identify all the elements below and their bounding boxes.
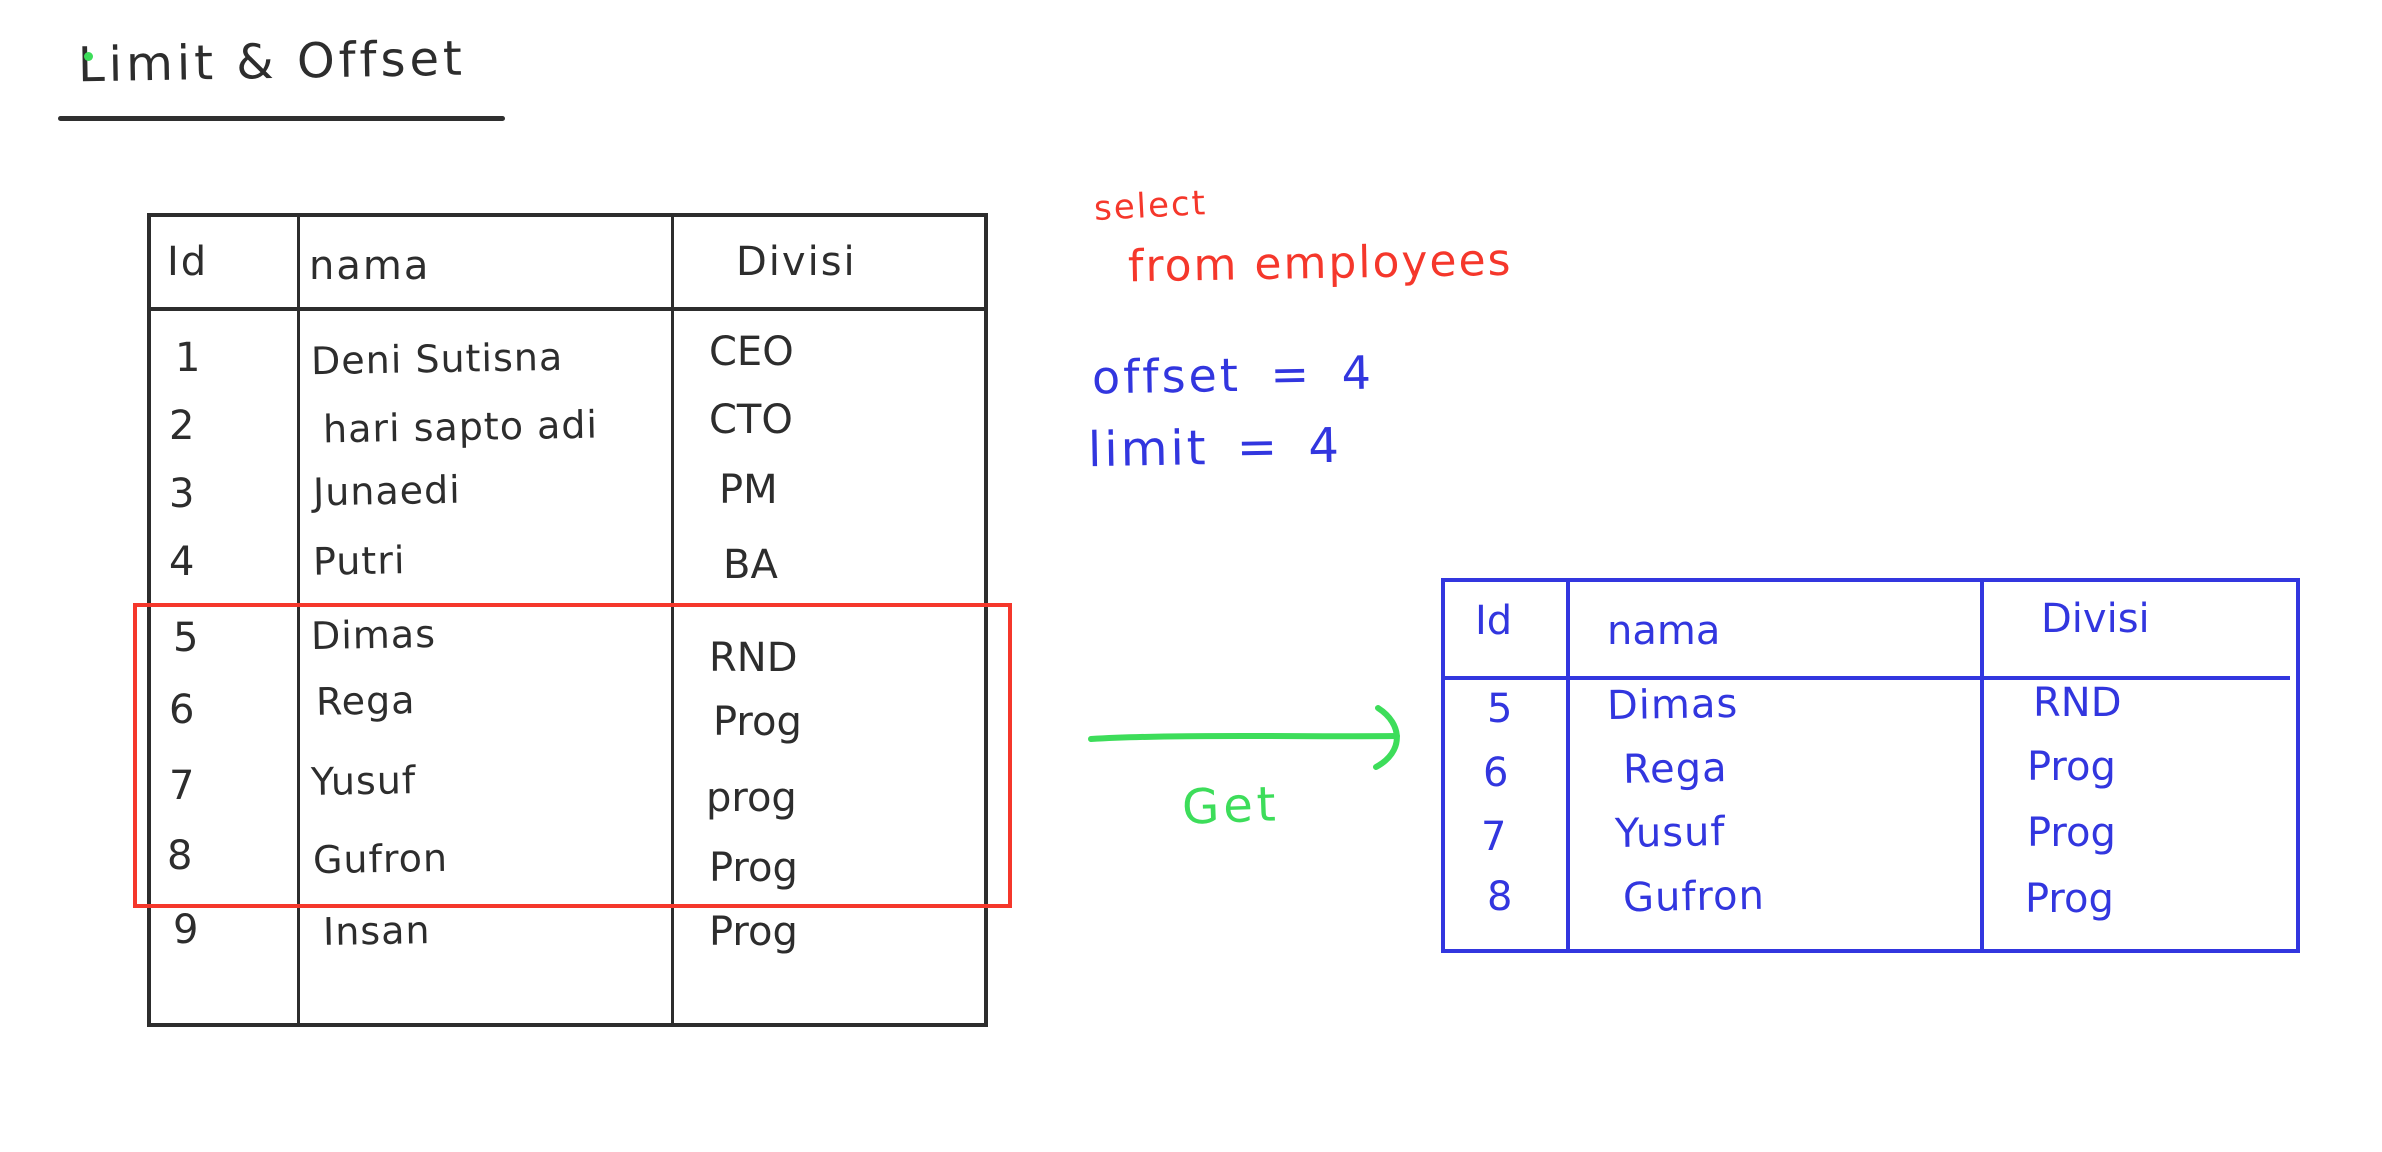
result-cell-nama: Gufron <box>1622 872 1766 922</box>
source-table-header-separator <box>151 307 984 311</box>
stray-green-mark <box>84 52 93 61</box>
result-cell-id: 7 <box>1481 814 1507 860</box>
source-header-nama: nama <box>309 243 431 289</box>
result-cell-nama: Dimas <box>1606 680 1739 730</box>
source-cell-nama: Putri <box>312 538 406 584</box>
source-cell-id: 2 <box>169 403 195 449</box>
result-cell-divisi: RND <box>2033 680 2122 726</box>
source-cell-id: 5 <box>173 615 199 661</box>
source-cell-divisi: RND <box>709 635 798 681</box>
source-cell-id: 1 <box>175 335 201 381</box>
result-table-header-separator <box>1445 676 2290 680</box>
result-cell-nama: Rega <box>1622 745 1728 793</box>
result-header-nama: nama <box>1607 608 1721 654</box>
source-table: Id nama Divisi 1 Deni Sutisna CEO 2 hari… <box>147 213 988 1027</box>
result-cell-divisi: Prog <box>2027 744 2116 790</box>
result-table-divider-id-nama <box>1566 582 1570 949</box>
query-offset-text: offset = 4 <box>1091 345 1375 405</box>
result-cell-id: 5 <box>1487 686 1513 732</box>
result-header-divisi: Divisi <box>2041 596 2150 642</box>
source-cell-id: 9 <box>173 907 199 953</box>
query-from-text: from employees <box>1127 234 1513 293</box>
source-cell-divisi: Prog <box>713 699 802 745</box>
source-cell-divisi: Prog <box>709 909 798 955</box>
result-cell-nama: Yusuf <box>1614 809 1726 857</box>
title-underline <box>58 116 505 121</box>
query-limit-text: limit = 4 <box>1087 417 1343 479</box>
result-cell-divisi: Prog <box>2027 810 2116 856</box>
result-table: Id nama Divisi 5 Dimas RND 6 Rega Prog 7… <box>1441 578 2300 953</box>
source-cell-id: 3 <box>169 471 195 517</box>
source-cell-id: 4 <box>169 539 195 585</box>
result-cell-id: 6 <box>1483 750 1509 796</box>
source-cell-divisi: BA <box>723 542 778 588</box>
offset-limit-highlight-box <box>133 603 1012 908</box>
source-header-id: Id <box>167 239 209 285</box>
result-table-divider-nama-divisi <box>1980 582 1984 949</box>
source-cell-divisi: Prog <box>709 845 798 891</box>
source-cell-divisi: PM <box>719 467 778 513</box>
query-select-text: select <box>1093 183 1209 229</box>
source-cell-id: 7 <box>169 763 195 809</box>
result-cell-divisi: Prog <box>2025 876 2114 922</box>
result-header-id: Id <box>1475 598 1513 644</box>
source-cell-divisi: CTO <box>709 397 793 443</box>
source-cell-nama: Junaedi <box>312 467 462 515</box>
source-table-divider-id-nama <box>297 217 300 1023</box>
source-cell-divisi: CEO <box>709 329 794 375</box>
get-arrow-label: Get <box>1181 776 1281 836</box>
source-table-divider-nama-divisi <box>671 217 674 1023</box>
source-cell-nama: Deni Sutisna <box>310 334 564 384</box>
source-header-divisi: Divisi <box>736 239 857 285</box>
source-cell-divisi: prog <box>706 775 797 821</box>
get-arrow-icon <box>1088 705 1400 770</box>
source-cell-nama: Insan <box>322 908 431 954</box>
source-cell-id: 8 <box>167 833 193 879</box>
result-cell-id: 8 <box>1487 874 1513 920</box>
source-cell-nama: hari sapto adi <box>322 402 599 452</box>
page-title: Limit & Offset <box>77 30 467 94</box>
source-cell-id: 6 <box>169 687 195 733</box>
